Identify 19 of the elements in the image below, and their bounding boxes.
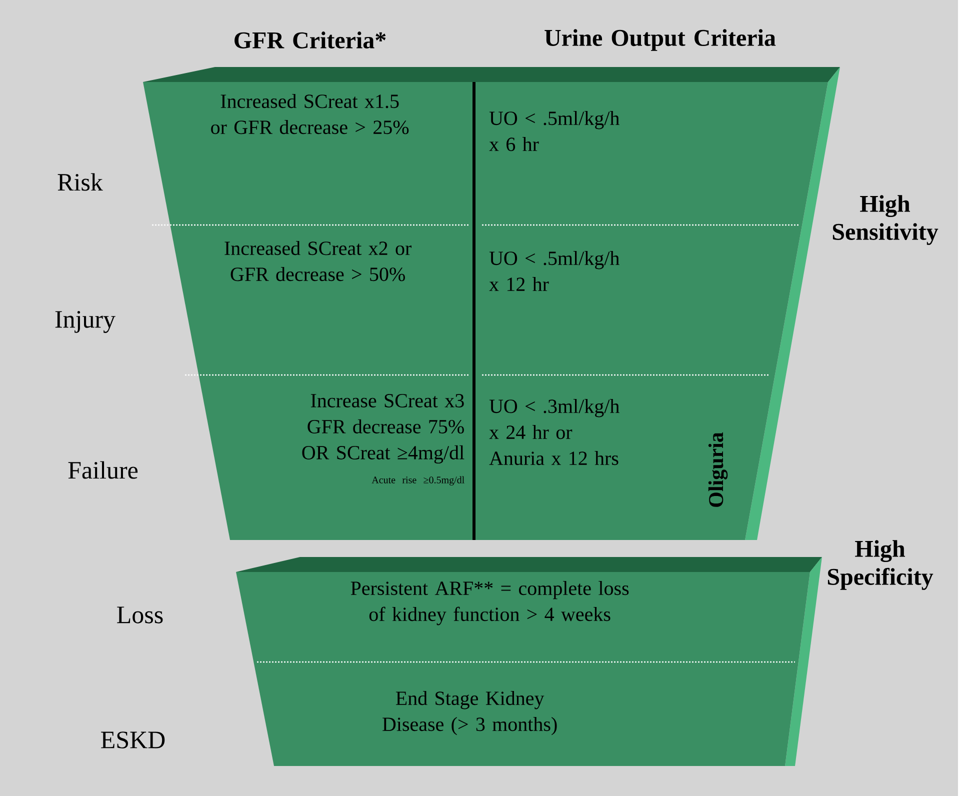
row-label: Failure — [68, 461, 138, 479]
row-label: ESKD — [101, 732, 165, 748]
criteria-text: Persistent ARF** = complete loss of kidney function > 4 weeks — [350, 581, 629, 626]
funnel-band — [236, 557, 822, 766]
criteria-text: UO < .5ml/kg/h x 12 hr — [489, 251, 620, 291]
criteria-text: UO < .3ml/kg/h x 24 hr or Anuria x 12 hrs — [489, 399, 620, 466]
side-label: High Specificity — [828, 540, 934, 590]
criteria-text: Increased SCreat x1.5 or GFR decrease > 25% — [211, 94, 409, 134]
vertical-label: Oliguria — [708, 432, 728, 507]
side-label: High Sensitivity — [832, 195, 938, 245]
row-label: Risk — [58, 173, 103, 191]
criteria-text: Increased SCreat x2 or GFR decrease > 50% — [224, 241, 412, 282]
column-heading: GFR Criteria* — [234, 32, 386, 48]
criteria-text: Increase SCreat x3 GFR decrease 75% OR SCreat ≥4mg/dl Acute rise ≥0.5mg/dl — [302, 394, 464, 486]
column-heading: Urine Output Criteria — [544, 29, 776, 51]
criteria-text: UO < .5ml/kg/h x 6 hr — [489, 111, 620, 152]
row-label: Loss — [117, 606, 163, 624]
row-label: Injury — [55, 311, 116, 333]
criteria-text: End Stage Kidney Disease (> 3 months) — [382, 691, 557, 736]
